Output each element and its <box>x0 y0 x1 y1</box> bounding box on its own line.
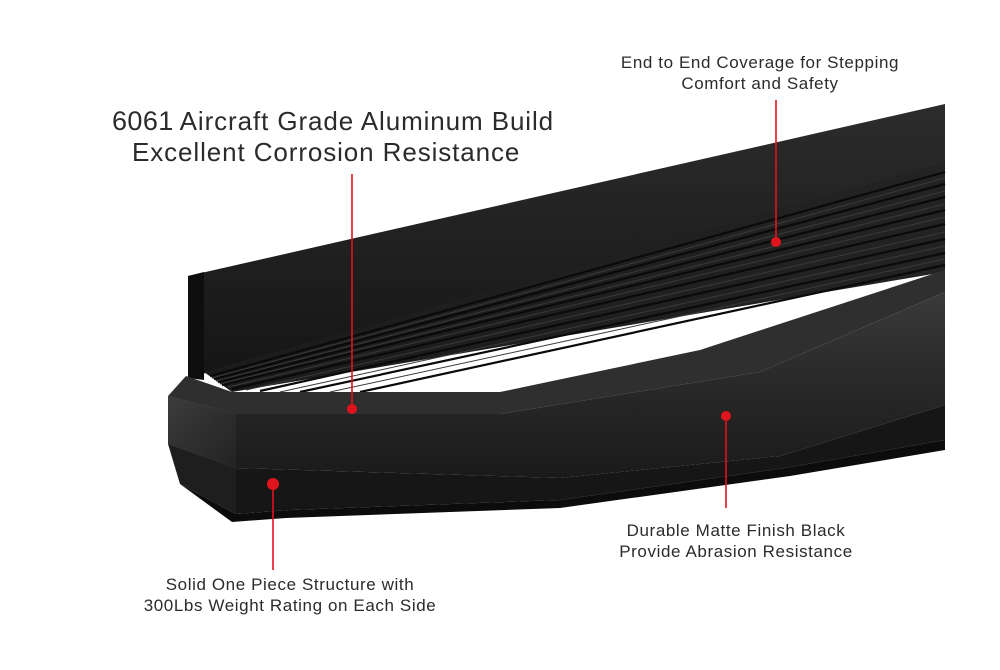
callout-aluminum-line2: Excellent Corrosion Resistance <box>132 137 521 167</box>
callout-finish: Durable Matte Finish Black Provide Abras… <box>586 520 886 562</box>
callout-structure: Solid One Piece Structure with 300Lbs We… <box>110 574 470 616</box>
callout-finish-line2: Provide Abrasion Resistance <box>619 542 853 561</box>
callout-structure-line2: 300Lbs Weight Rating on Each Side <box>143 596 437 615</box>
callout-aluminum-line1-text: Aircraft Grade Aluminum Build <box>179 106 555 136</box>
marker-dot-structure <box>267 478 279 490</box>
top-bevel <box>168 270 945 414</box>
front-face <box>168 292 945 478</box>
flange-end-edge <box>188 272 204 380</box>
end-cap-lower <box>168 444 236 514</box>
callout-coverage-line1: End to End Coverage for Stepping <box>620 53 900 72</box>
marker-dot-aluminum <box>347 404 357 414</box>
callout-leaders <box>272 100 777 570</box>
alloy-number: 6061 <box>112 106 174 136</box>
step-ribs <box>209 170 946 394</box>
step-deck <box>204 162 945 392</box>
callout-finish-line1: Durable Matte Finish Black <box>626 521 846 540</box>
callout-coverage: End to End Coverage for Stepping Comfort… <box>560 52 960 94</box>
callout-coverage-line2: Comfort and Safety <box>681 74 839 93</box>
lower-chamfer <box>236 405 945 514</box>
back-flange <box>188 104 945 378</box>
bottom-edge <box>180 440 945 522</box>
marker-dot-coverage <box>771 237 781 247</box>
step-rib-highlights <box>211 177 946 393</box>
marker-dot-finish <box>721 411 731 421</box>
callout-structure-line1: Solid One Piece Structure with <box>165 575 415 594</box>
